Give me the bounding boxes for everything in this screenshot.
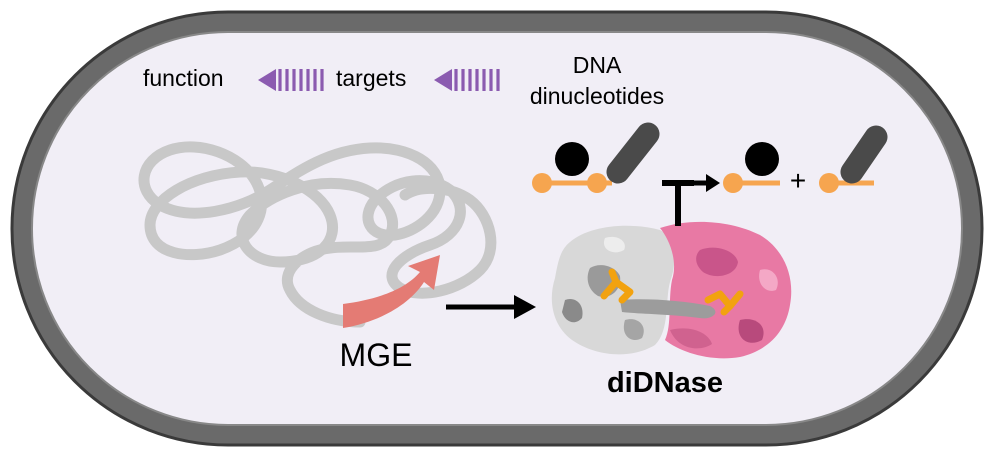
chromosome-dna	[138, 141, 497, 328]
nucleotide-product-2-icon	[819, 125, 888, 193]
arrow-head-icon	[514, 295, 536, 319]
dna-label: DNA	[573, 52, 622, 78]
hatched-arrow-icon	[434, 69, 500, 91]
targets-label: targets	[336, 65, 406, 91]
nucleotide-product-1-icon	[723, 142, 780, 193]
dinucleotides-label: dinucleotides	[530, 83, 664, 109]
didnase-protein	[551, 221, 792, 359]
didnase-label: diDNase	[607, 367, 723, 399]
mge-label: MGE	[340, 337, 413, 373]
function-label: function	[143, 65, 224, 91]
hatched-arrow-icon	[258, 69, 324, 91]
dinucleotide-substrate-icon	[532, 122, 660, 193]
mge-arrow	[343, 255, 440, 328]
reaction-arrow-head-icon	[706, 174, 720, 192]
ligand-icon	[600, 268, 744, 316]
plus-sign: +	[790, 165, 806, 196]
